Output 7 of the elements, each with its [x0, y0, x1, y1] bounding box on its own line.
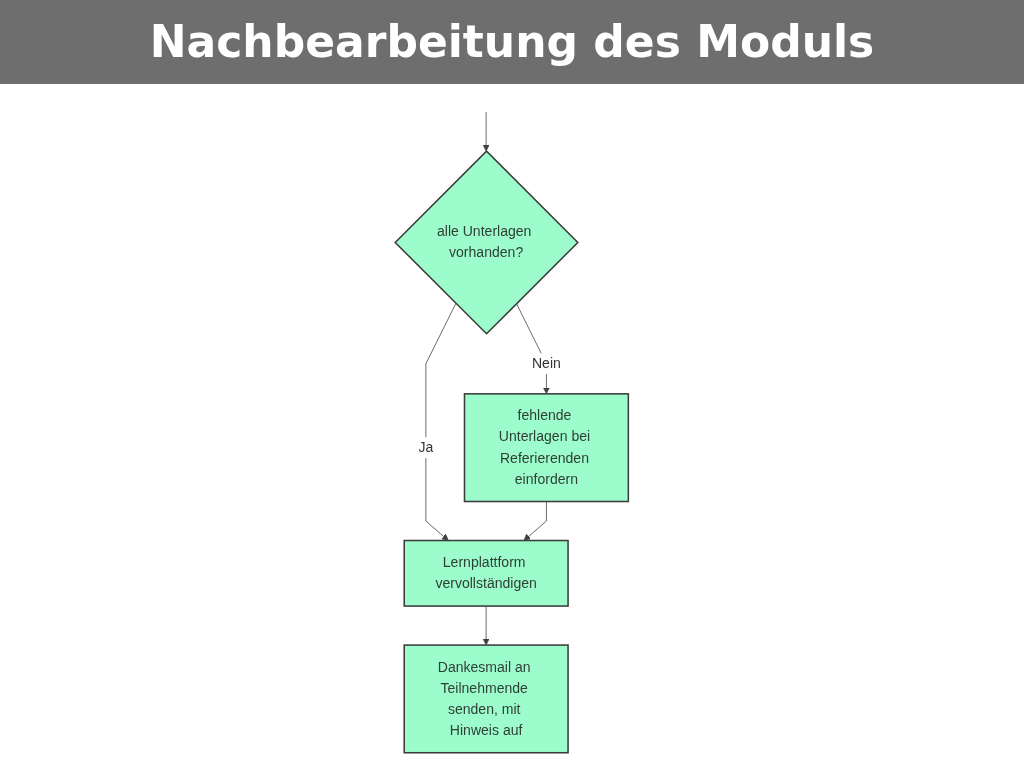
node-box: Lernplattform vervollständigen — [403, 539, 570, 607]
node-diamond: alle Unterlagen vorhanden? — [394, 150, 580, 335]
node-box: Dankesmail an Teilnehmende senden, mit Hinweis auf — [403, 644, 570, 754]
edge-label: Nein — [532, 355, 562, 372]
slide-title: Nachbearbeitung des Moduls — [0, 0, 1024, 84]
edge-label: Ja — [418, 439, 434, 456]
node-box: fehlende Unterlagen bei Referierenden einfordern — [463, 393, 630, 503]
